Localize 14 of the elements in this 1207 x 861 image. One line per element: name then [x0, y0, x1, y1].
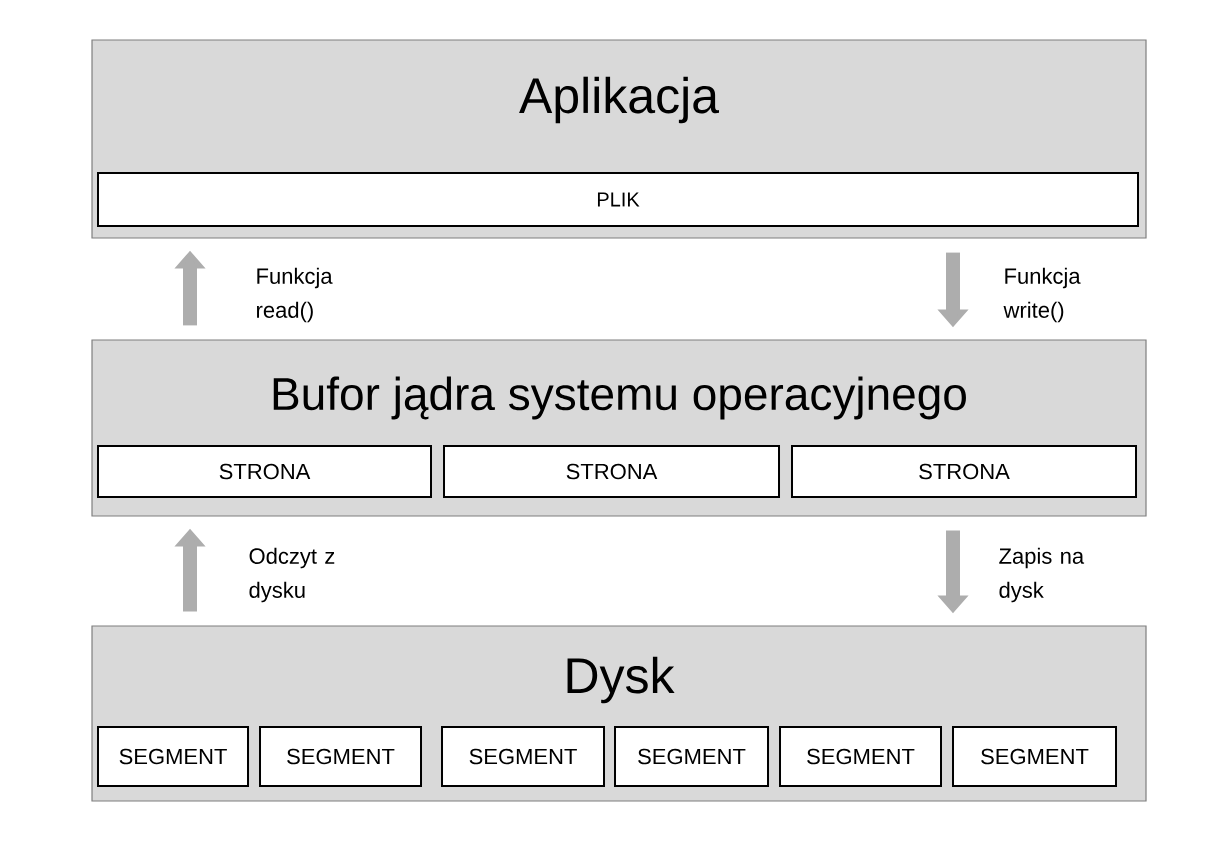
- content-box: SEGMENT: [97, 726, 249, 787]
- content-box: SEGMENT: [614, 726, 769, 787]
- edge-label: Zapis na dysk: [999, 547, 1085, 603]
- edge-label: Funkcja read(): [257, 267, 333, 323]
- edge-label: Odczyt z dysku: [249, 547, 335, 603]
- content-box: STRONA: [443, 445, 780, 498]
- content-box: STRONA: [97, 445, 432, 498]
- content-box: STRONA: [791, 445, 1137, 498]
- content-box: SEGMENT: [952, 726, 1117, 787]
- content-box: SEGMENT: [441, 726, 605, 787]
- content-box: SEGMENT: [259, 726, 422, 787]
- content-box: PLIK: [97, 172, 1139, 227]
- edge-label: Funkcja write(): [1003, 267, 1081, 323]
- content-box: SEGMENT: [779, 726, 942, 787]
